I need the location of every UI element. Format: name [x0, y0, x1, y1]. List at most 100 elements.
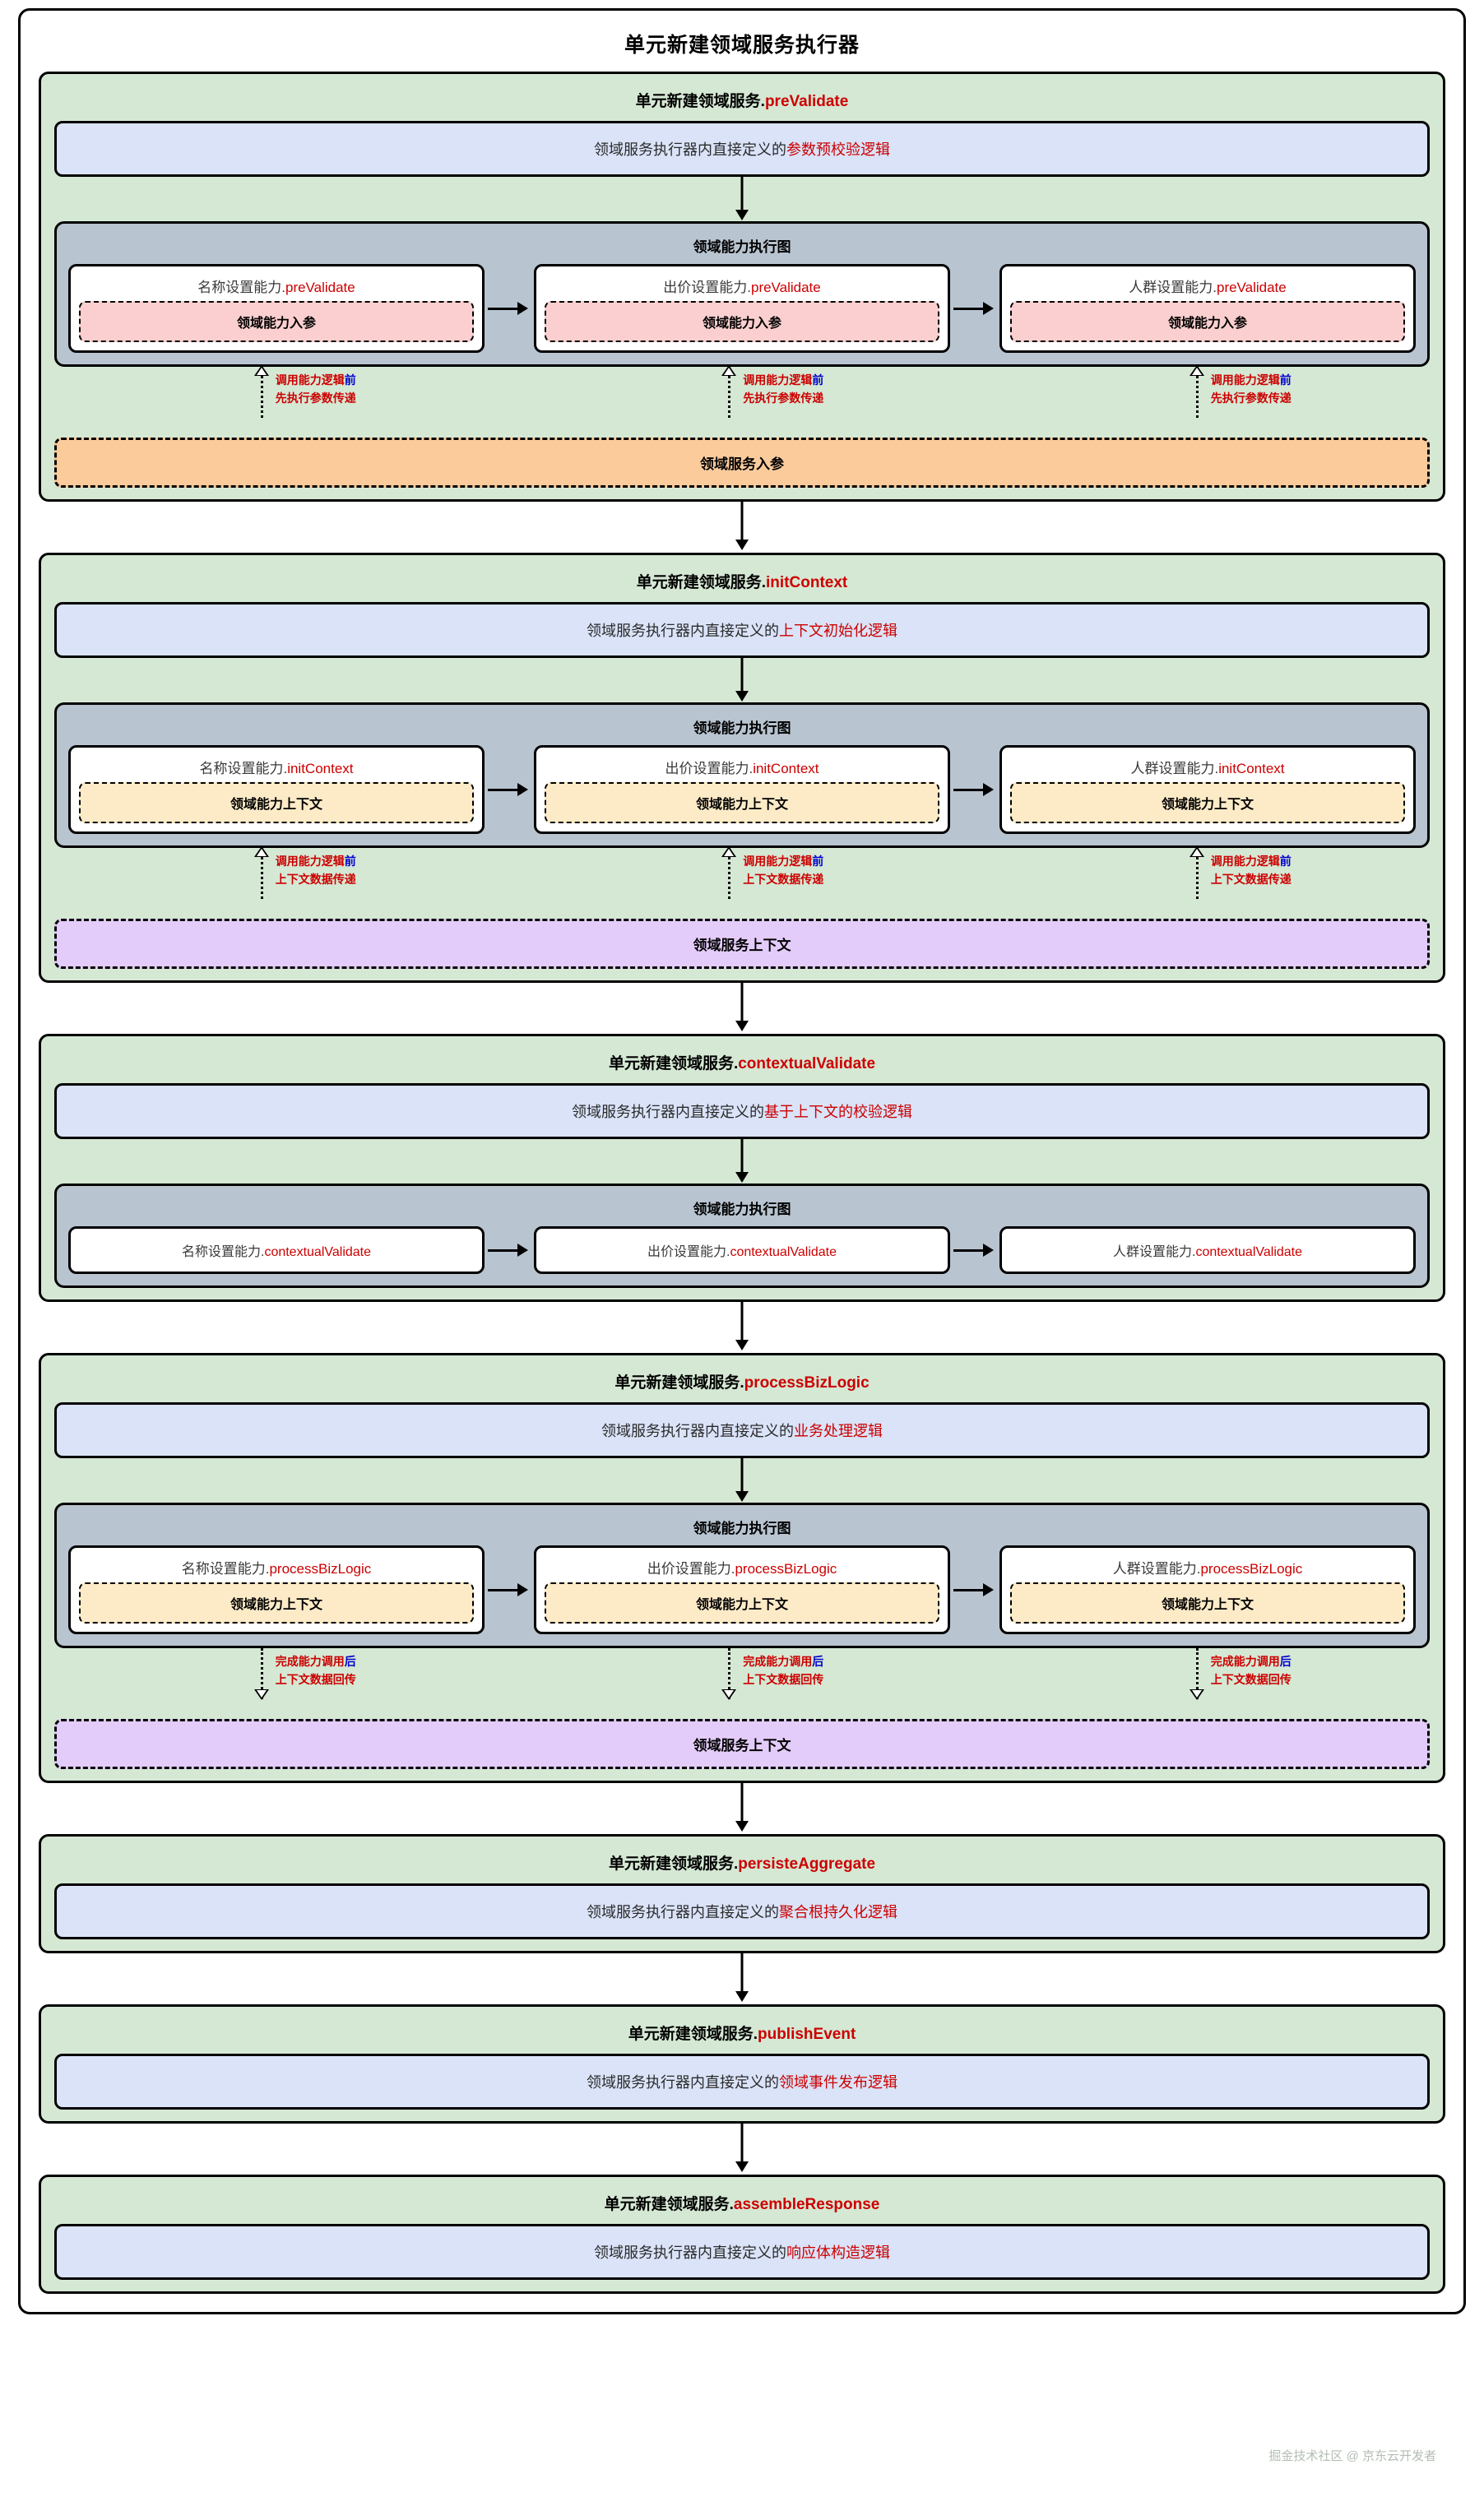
phase-title-assembleResponse: 单元新建领域服务.assembleResponse	[54, 2187, 1430, 2224]
note-line1-main: 调用能力逻辑	[275, 855, 345, 868]
note-line2: 先执行参数传递	[1210, 391, 1292, 405]
logic-highlight: 业务处理逻辑	[794, 1423, 883, 1439]
page-title: 单元新建领域服务执行器	[624, 34, 860, 57]
phase-connector-arrow	[39, 983, 1445, 1034]
note-line1-main: 调用能力逻辑	[1210, 373, 1280, 387]
logic-to-graph-arrow	[54, 658, 1430, 702]
logic-highlight: 基于上下文的校验逻辑	[764, 1104, 912, 1120]
note-text: 调用能力逻辑前上下文数据传递	[1211, 853, 1292, 888]
capability-method: initContext	[753, 761, 819, 776]
capability-flow-arrow	[953, 1243, 996, 1257]
note-line2: 上下文数据传递	[275, 872, 356, 886]
logic-highlight: 聚合根持久化逻辑	[779, 1904, 897, 1920]
capability-name: 名称设置能力.	[197, 280, 285, 295]
capability-payload-box: 领域能力上下文	[545, 782, 939, 823]
capability-payload-box: 领域能力上下文	[79, 782, 474, 823]
capability-label: 人群设置能力.processBizLogic	[1010, 1554, 1405, 1582]
capability-label: 出价设置能力.preValidate	[545, 273, 939, 301]
capability-method: initContext	[287, 761, 354, 776]
note-dotted-line	[1195, 848, 1199, 899]
phase-method-name: preValidate	[764, 93, 849, 110]
phase-publishEvent: 单元新建领域服务.publishEvent 领域服务执行器内直接定义的领域事件发布…	[39, 2004, 1445, 2124]
logic-highlight: 参数预校验逻辑	[786, 141, 890, 158]
capability-name: 人群设置能力.	[1112, 1245, 1196, 1259]
callback-note-band: 调用能力逻辑前上下文数据传递调用能力逻辑前上下文数据传递调用能力逻辑前上下文数据…	[54, 846, 1430, 919]
phase-method-name: publishEvent	[757, 2026, 856, 2043]
note-dotted-line	[728, 848, 731, 899]
capability-method: processBizLogic	[735, 1561, 837, 1577]
capability-name: 出价设置能力.	[663, 280, 751, 295]
note-line1-emphasis: 后	[344, 1655, 356, 1668]
phase-title-persisteAggregate: 单元新建领域服务.persisteAggregate	[54, 1846, 1430, 1883]
logic-bar-contextualValidate: 领域服务执行器内直接定义的基于上下文的校验逻辑	[54, 1083, 1430, 1139]
capability-graph-title: 领域能力执行图	[693, 239, 791, 255]
logic-bar-persisteAggregate: 领域服务执行器内直接定义的聚合根持久化逻辑	[54, 1883, 1430, 1939]
phase-method-name: assembleResponse	[733, 2196, 880, 2213]
capability-flow-arrow	[488, 301, 531, 315]
note-arrow-up-icon	[253, 365, 269, 376]
note-text: 完成能力调用后上下文数据回传	[276, 1653, 356, 1688]
capability-method: preValidate	[1216, 280, 1287, 295]
capability-label: 人群设置能力.initContext	[1010, 754, 1405, 782]
phase-connector-arrow	[39, 1302, 1445, 1353]
note-text: 调用能力逻辑前上下文数据传递	[743, 853, 823, 888]
note-text: 完成能力调用后上下文数据回传	[1211, 1653, 1292, 1688]
capability-label: 出价设置能力.initContext	[545, 754, 939, 782]
note-arrow-down-icon	[1189, 1689, 1204, 1700]
note-line2: 上下文数据回传	[1210, 1672, 1292, 1686]
capability-flow-arrow	[953, 1582, 996, 1596]
logic-bar-publishEvent: 领域服务执行器内直接定义的领域事件发布逻辑	[54, 2054, 1430, 2110]
capability-name: 名称设置能力.	[181, 1245, 265, 1259]
capability-box[interactable]: 名称设置能力.contextualValidate	[68, 1226, 485, 1274]
phase-title-contextualValidate: 单元新建领域服务.contextualValidate	[54, 1046, 1430, 1083]
phase-service-name: 单元新建领域服务.	[614, 1374, 744, 1392]
capability-flow-arrow	[488, 782, 531, 796]
capability-box[interactable]: 人群设置能力.contextualValidate	[999, 1226, 1416, 1274]
note-line1-emphasis: 前	[1279, 373, 1292, 387]
note-line2: 上下文数据回传	[743, 1672, 824, 1686]
logic-prefix: 领域服务执行器内直接定义的	[587, 623, 779, 639]
service-aggregate-bar: 领域服务入参	[54, 438, 1430, 488]
capability-method: contextualValidate	[264, 1245, 372, 1259]
phase-connector-arrow	[39, 1953, 1445, 2004]
phase-title-preValidate: 单元新建领域服务.preValidate	[54, 84, 1430, 121]
capability-name: 出价设置能力.	[647, 1561, 735, 1577]
callback-note-band: 调用能力逻辑前先执行参数传递调用能力逻辑前先执行参数传递调用能力逻辑前先执行参数…	[54, 365, 1430, 438]
note-text: 完成能力调用后上下文数据回传	[743, 1653, 823, 1688]
logic-bar-preValidate: 领域服务执行器内直接定义的参数预校验逻辑	[54, 121, 1430, 177]
capability-payload-box: 领域能力入参	[1010, 301, 1405, 342]
capability-name: 出价设置能力.	[665, 761, 754, 776]
logic-prefix: 领域服务执行器内直接定义的	[594, 141, 786, 158]
note-arrow-up-icon	[721, 846, 737, 857]
phase-method-name: persisteAggregate	[738, 1855, 876, 1873]
capability-name: 名称设置能力.	[181, 1561, 270, 1577]
capability-label: 人群设置能力.contextualValidate	[1009, 1240, 1407, 1260]
note-line1-emphasis: 后	[1279, 1655, 1292, 1668]
capability-method: processBizLogic	[1200, 1561, 1303, 1577]
logic-prefix: 领域服务执行器内直接定义的	[572, 1104, 764, 1120]
note-text: 调用能力逻辑前先执行参数传递	[276, 372, 356, 407]
logic-to-graph-arrow	[54, 177, 1430, 221]
phase-service-name: 单元新建领域服务.	[628, 2026, 758, 2043]
capability-box[interactable]: 出价设置能力.contextualValidate	[534, 1226, 950, 1274]
capability-method: contextualValidate	[730, 1245, 837, 1259]
note-line1-main: 完成能力调用	[1210, 1655, 1280, 1668]
